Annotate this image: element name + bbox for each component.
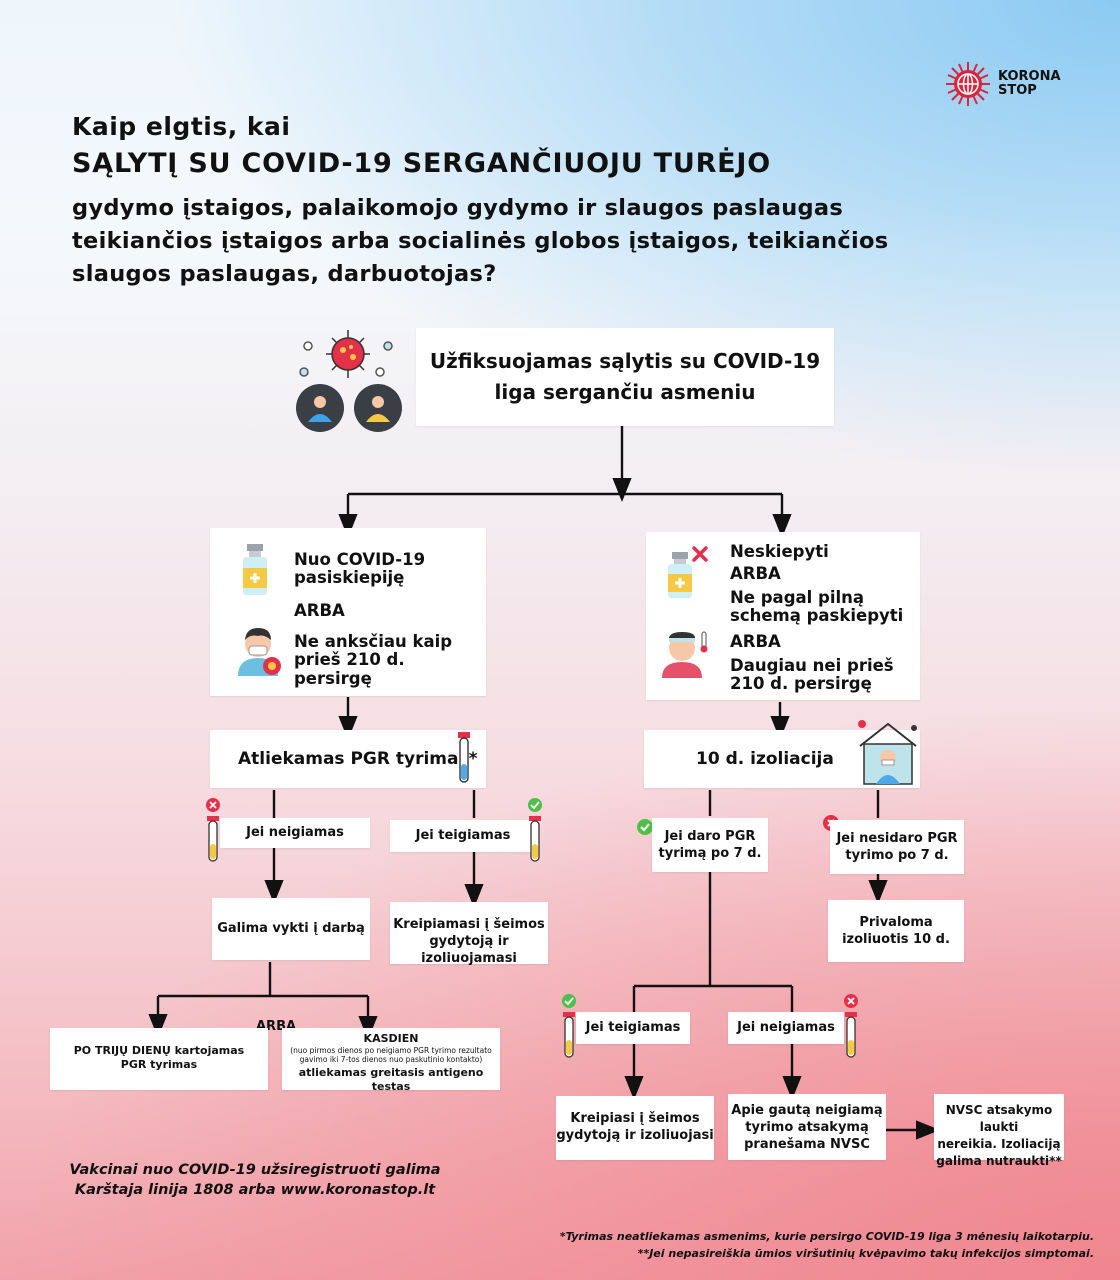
pcr-test-label: Atliekamas PGR tyrimas* xyxy=(238,750,478,769)
sick-person-icon xyxy=(658,628,710,684)
or-label-1: ARBA xyxy=(730,564,781,583)
does-pcr-line2: tyrimą po 7 d. xyxy=(652,845,768,862)
home-isolation-icon xyxy=(856,718,920,792)
nvsc-line3: galima nutraukti** xyxy=(934,1153,1064,1170)
nvsc-line2: nereikia. Izoliaciją xyxy=(934,1136,1064,1153)
report-line3: pranešama NVSC xyxy=(728,1136,886,1153)
contact-doctor2-line2: gydytoją ir izoliuojasi xyxy=(556,1127,714,1144)
does-pcr-line1: Jei daro PGR xyxy=(652,828,768,845)
can-go-to-work-box: Galima vykti į darbą xyxy=(212,898,370,960)
vaccination-line1: Vakcinai nuo COVID-19 užsiregistruoti ga… xyxy=(60,1160,450,1180)
mandatory-line1: Privaloma xyxy=(828,914,964,931)
if-positive-box-2: Jei teigiamas xyxy=(576,1012,690,1044)
recovered-line2: prieš 210 d. persirgę xyxy=(294,650,486,688)
report-line2: tyrimo atsakymą xyxy=(728,1119,886,1136)
daily-note-line1: (nuo pirmos dienos po neigiamo PGR tyrim… xyxy=(282,1046,500,1055)
recovered-more-line1: Daugiau nei prieš xyxy=(730,656,894,675)
vaccinated-line2: pasiskiepiję xyxy=(294,568,404,587)
footnotes: *Tyrimas neatliekamas asmenims, kurie pe… xyxy=(560,1228,1094,1262)
recovered-person-icon xyxy=(234,624,282,680)
nvsc-line1: NVSC atsakymo laukti xyxy=(934,1102,1064,1136)
unvaccinated-box: Neskiepyti ARBA Ne pagal pilną schemą pa… xyxy=(646,532,920,700)
mandatory-isolation-box: Privaloma izoliuotis 10 d. xyxy=(828,900,964,962)
partial-line1: Ne pagal pilną xyxy=(730,588,864,607)
daily-title: KASDIEN xyxy=(282,1032,500,1046)
vaccinated-line1: Nuo COVID-19 xyxy=(294,550,425,569)
no-pcr-box: Jei nesidaro PGR tyrimo po 7 d. xyxy=(830,820,964,874)
report-line1: Apie gautą neigiamą xyxy=(728,1102,886,1119)
daily-line3: atliekamas greitasis antigeno testas xyxy=(282,1066,500,1094)
partial-line2: schemą paskiepyti xyxy=(730,606,903,625)
contact-doctor2-line1: Kreipiasi į šeimos xyxy=(556,1110,714,1127)
if-negative-box: Jei neigiamas xyxy=(220,818,370,848)
no-pcr-line1: Jei nesidaro PGR xyxy=(830,830,964,847)
contact-doctor-line1: Kreipiamasi į šeimos xyxy=(390,916,548,933)
isolation-label: 10 d. izoliacija xyxy=(696,750,834,769)
pcr-test-box: Atliekamas PGR tyrimas* xyxy=(210,730,486,788)
repeat-pcr-line1: PO TRIJŲ DIENŲ kartojamas xyxy=(50,1044,268,1058)
report-nvsc-box: Apie gautą neigiamą tyrimo atsakymą pran… xyxy=(728,1094,886,1160)
daily-antigen-box: KASDIEN (nuo pirmos dienos po neigiamo P… xyxy=(282,1028,500,1090)
nvsc-no-wait-box: NVSC atsakymo laukti nereikia. Izoliacij… xyxy=(934,1094,1064,1160)
contact-doctor-box-2: Kreipiasi į šeimos gydytoją ir izoliuoja… xyxy=(556,1096,714,1160)
contact-doctor-box: Kreipiamasi į šeimos gydytoją ir izoliuo… xyxy=(390,902,548,964)
positive-tube-icon xyxy=(526,798,544,868)
does-pcr-box: Jei daro PGR tyrimą po 7 d. xyxy=(652,818,768,872)
vaccine-vial-icon xyxy=(240,544,270,602)
vaccination-line2: Karštaja linija 1808 arba www.koronastop… xyxy=(60,1180,450,1200)
vaccination-info: Vakcinai nuo COVID-19 užsiregistruoti ga… xyxy=(60,1160,450,1200)
no-pcr-line2: tyrimo po 7 d. xyxy=(830,847,964,864)
vaccinated-or-recovered-box: Nuo COVID-19 pasiskiepiję ARBA Ne anksči… xyxy=(210,528,486,696)
repeat-pcr-box: PO TRIJŲ DIENŲ kartojamas PGR tyrimas xyxy=(50,1028,268,1090)
if-positive-box: Jei teigiamas xyxy=(390,820,536,852)
footnote-1: *Tyrimas neatliekamas asmenims, kurie pe… xyxy=(560,1228,1094,1245)
if-negative-box-2: Jei neigiamas xyxy=(728,1012,844,1044)
mandatory-line2: izoliuotis 10 d. xyxy=(828,931,964,948)
recovered-line1: Ne anksčiau kaip xyxy=(294,632,452,651)
repeat-pcr-line2: PGR tyrimas xyxy=(50,1058,268,1072)
recovered-more-line2: 210 d. persirgę xyxy=(730,674,872,693)
or-label: ARBA xyxy=(294,601,345,620)
unvaccinated-vial-icon xyxy=(668,544,716,604)
daily-note-line2: gavimo iki 7-tos dienos nuo paskutinio k… xyxy=(282,1055,500,1064)
footnote-2: **Jei nepasireiškia ūmios viršutinių kvė… xyxy=(560,1245,1094,1262)
not-vaccinated-label: Neskiepyti xyxy=(730,542,829,561)
negative-tube-icon-2 xyxy=(842,994,860,1064)
isolation-box: 10 d. izoliacija xyxy=(644,730,920,788)
or-label-2: ARBA xyxy=(730,632,781,651)
test-tube-icon xyxy=(456,732,472,790)
contact-doctor-line2: gydytoją ir izoliuojamasi xyxy=(390,933,548,967)
